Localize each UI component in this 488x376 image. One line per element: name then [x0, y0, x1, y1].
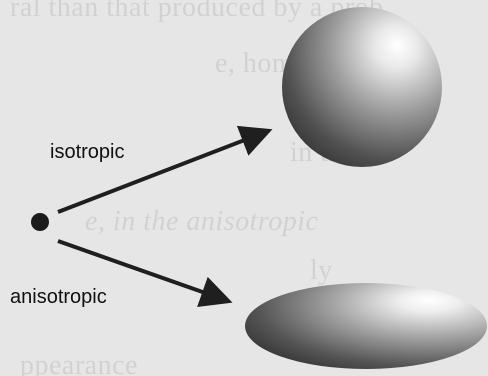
source-dot [31, 213, 49, 231]
anisotropic-label: anisotropic [10, 287, 107, 307]
isotropic-label: isotropic [50, 142, 124, 162]
isotropic-sphere [282, 7, 442, 167]
anisotropic-ellipsoid [245, 283, 487, 369]
